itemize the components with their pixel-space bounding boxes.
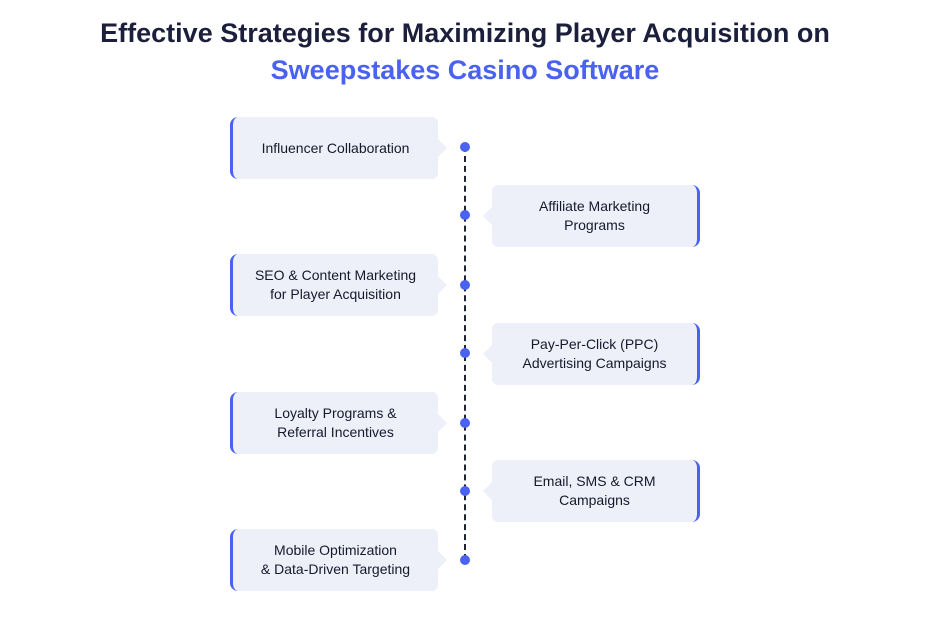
page-title: Effective Strategies for Maximizing Play…: [100, 18, 830, 48]
timeline-card-affiliate: Affiliate Marketing Programs: [492, 185, 700, 247]
timeline-card-mobile: Mobile Optimization & Data-Driven Target…: [230, 529, 438, 591]
card-label: Influencer Collaboration: [261, 139, 410, 156]
card-label: Pay-Per-Click (PPC) Advertising Campaign…: [522, 336, 667, 371]
timeline-dot: [460, 555, 470, 565]
timeline-dot: [460, 348, 470, 358]
timeline-dot: [460, 486, 470, 496]
timeline-dot: [460, 142, 470, 152]
timeline-dot: [460, 418, 470, 428]
timeline-card-influencer: Influencer Collaboration: [230, 117, 438, 179]
timeline-card-ppc: Pay-Per-Click (PPC) Advertising Campaign…: [492, 323, 700, 385]
timeline-card-loyalty: Loyalty Programs & Referral Incentives: [230, 392, 438, 454]
timeline-dot: [460, 210, 470, 220]
card-label: Affiliate Marketing Programs: [538, 198, 650, 233]
card-label: SEO & Content Marketing for Player Acqui…: [254, 267, 417, 302]
timeline-card-seo: SEO & Content Marketing for Player Acqui…: [230, 254, 438, 316]
timeline-card-email: Email, SMS & CRM Campaigns: [492, 460, 700, 522]
card-label: Email, SMS & CRM Campaigns: [533, 473, 656, 508]
card-label: Loyalty Programs & Referral Incentives: [274, 405, 397, 440]
page-subtitle: Sweepstakes Casino Software: [270, 55, 660, 85]
timeline-dot: [460, 280, 470, 290]
card-label: Mobile Optimization & Data-Driven Target…: [260, 542, 411, 577]
